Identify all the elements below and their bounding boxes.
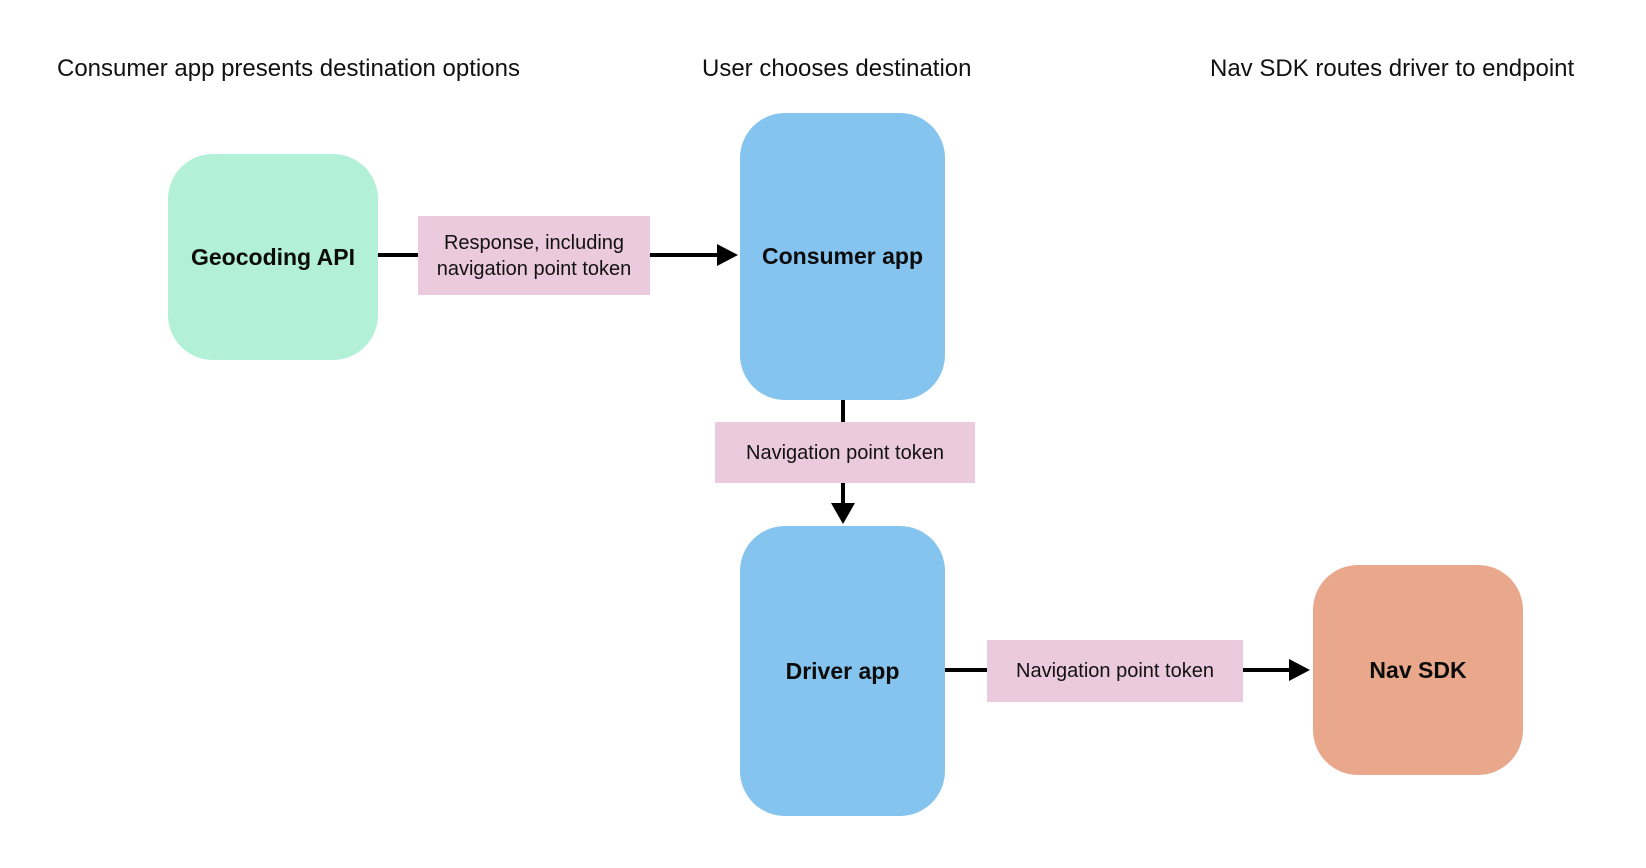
step-title-1: Consumer app presents destination option… (57, 55, 520, 82)
edge-label-response-token: Response, including navigation point tok… (418, 216, 650, 295)
edge-label-nav-point-token-2: Navigation point token (987, 640, 1243, 702)
node-consumer-app: Consumer app (740, 113, 945, 400)
arrowhead-driver-to-navsdk (1289, 659, 1310, 681)
node-consumer-app-label: Consumer app (761, 243, 924, 269)
edge-label-nav-point-token-1-text: Navigation point token (746, 441, 944, 464)
edge-label-nav-point-token-2-text: Navigation point token (1016, 660, 1214, 682)
node-driver-app: Driver app (740, 526, 945, 816)
step-title-3: Nav SDK routes driver to endpoint (1210, 55, 1575, 82)
node-nav-sdk-label: Nav SDK (1369, 656, 1467, 683)
step-title-2: User chooses destination (702, 55, 972, 82)
node-driver-app-label: Driver app (785, 657, 900, 684)
node-nav-sdk: Nav SDK (1313, 565, 1523, 775)
node-geocoding-api: Geocoding API (168, 154, 378, 360)
arrowhead-geocoding-to-consumer (717, 244, 738, 266)
node-geocoding-api-label: Geocoding API (191, 243, 355, 270)
arrowhead-consumer-to-driver (831, 503, 855, 524)
edge-label-response-token-text: Response, including navigation point tok… (436, 231, 632, 280)
edge-label-nav-point-token-1: Navigation point token (715, 422, 975, 483)
